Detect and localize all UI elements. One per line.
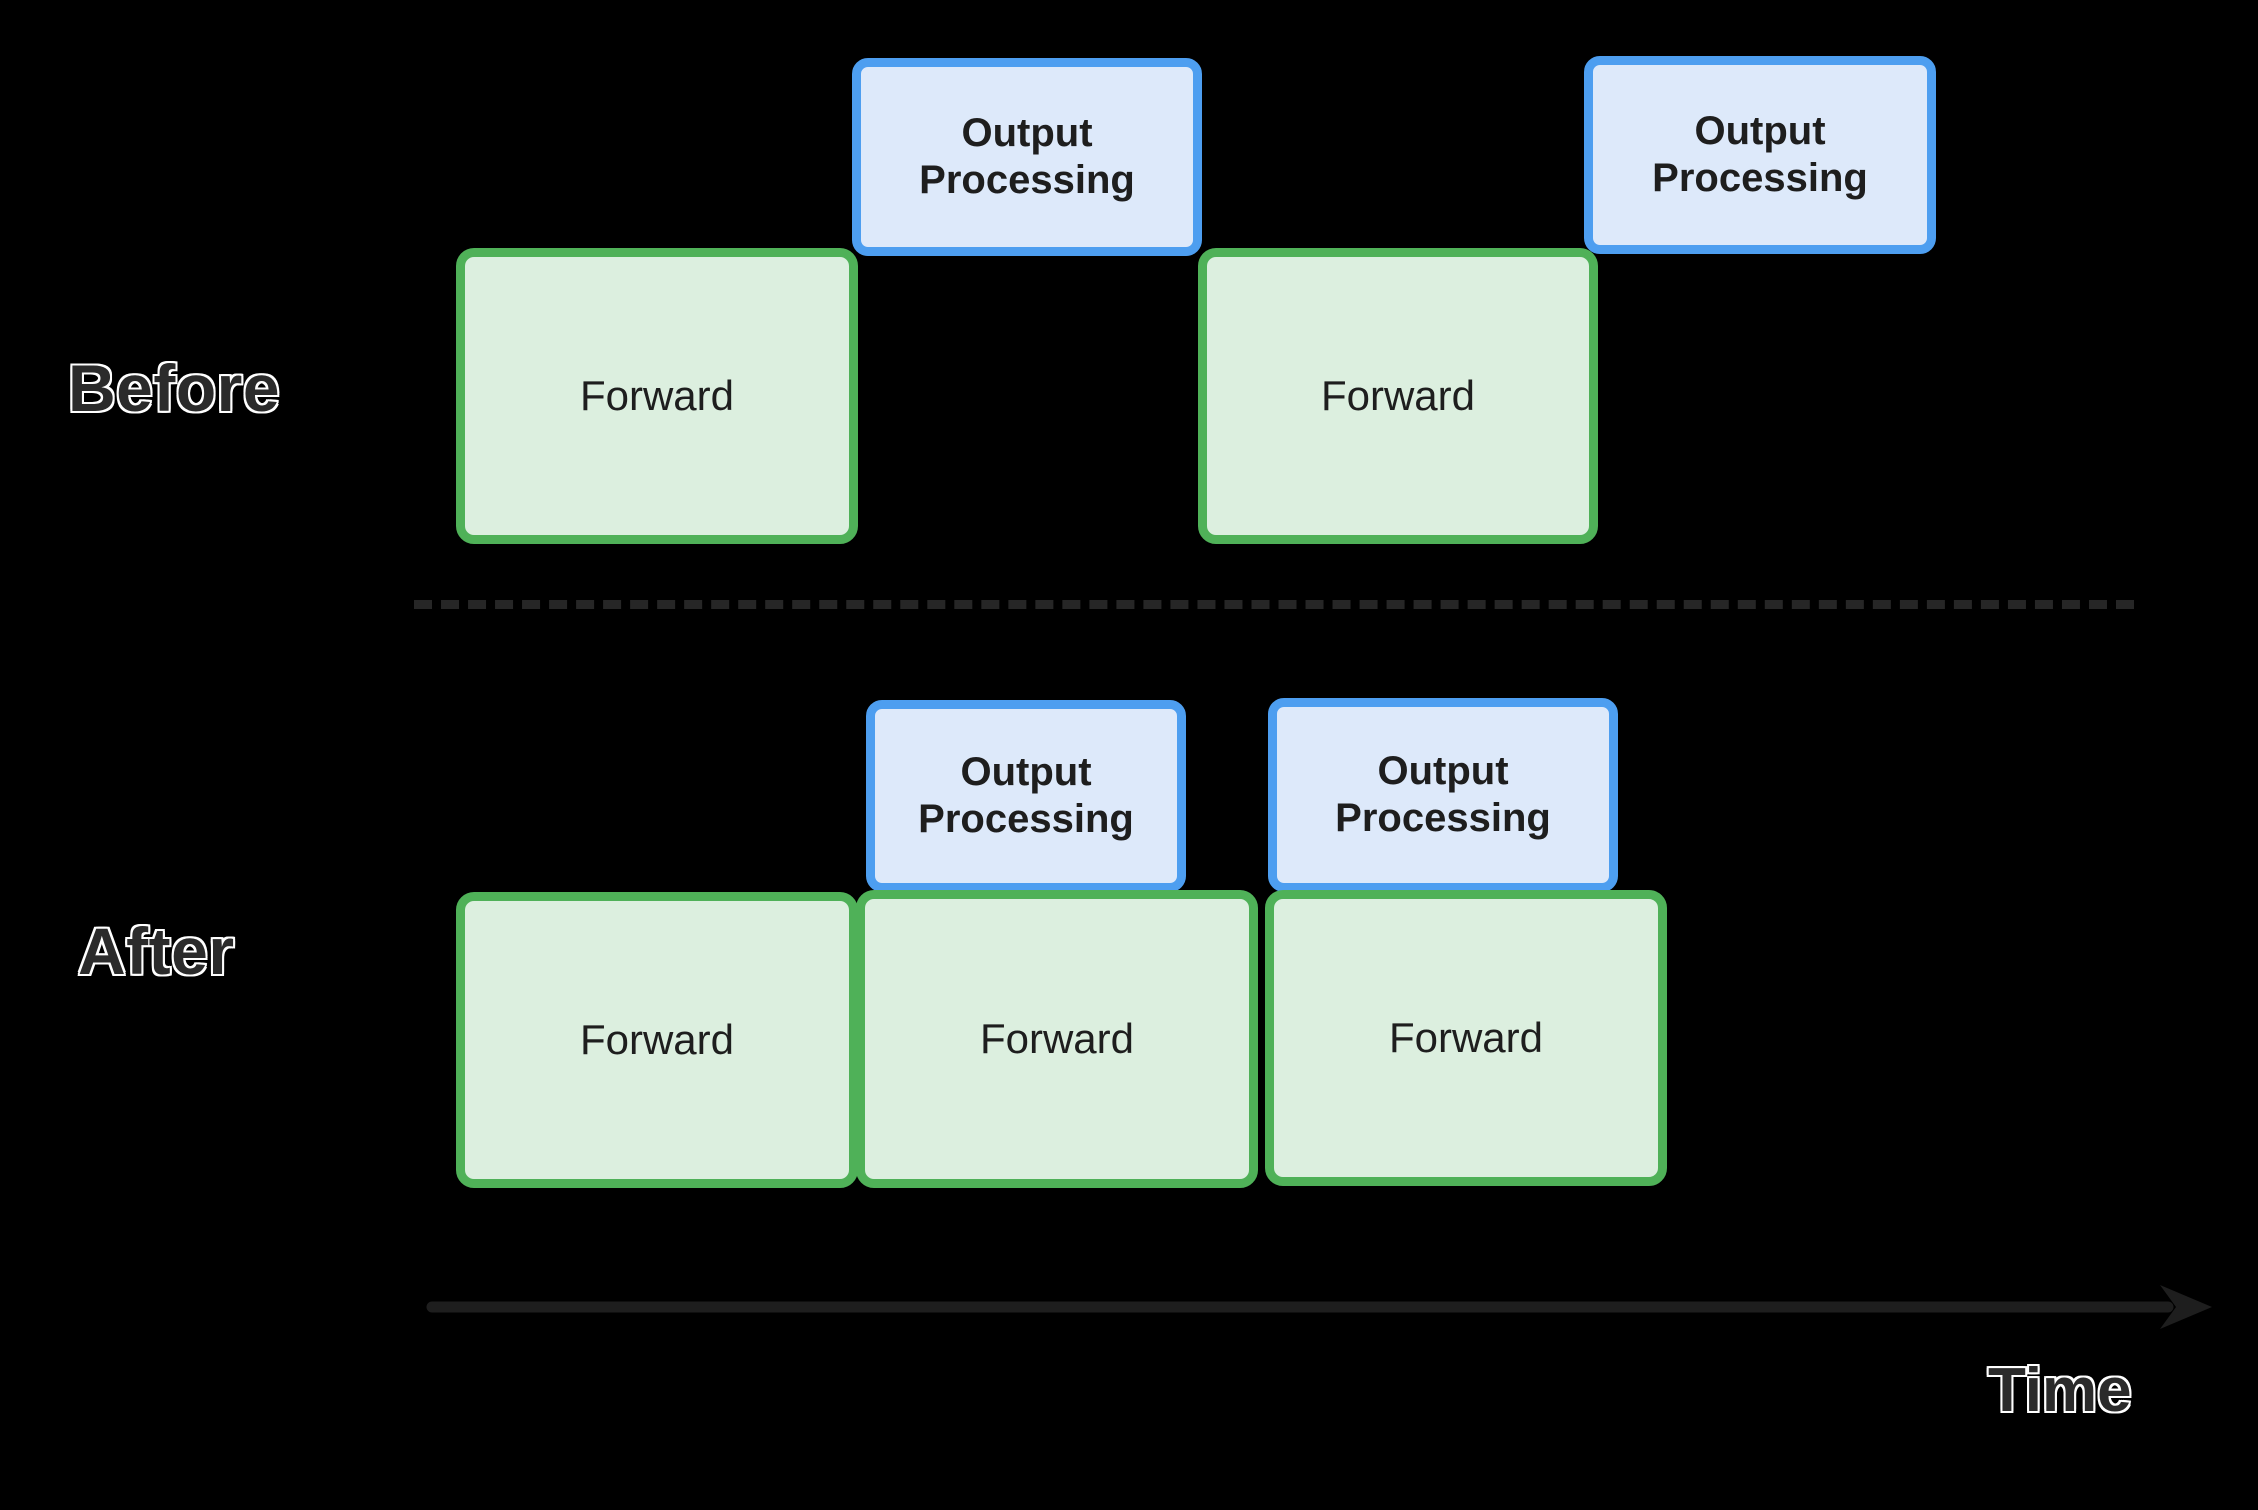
before-output-processing-block-1: Output Processing: [852, 58, 1202, 256]
after-forward-block-2: Forward: [856, 890, 1258, 1188]
before-forward-block-2: Forward: [1198, 248, 1598, 544]
after-output-processing-block-2: Output Processing: [1268, 698, 1618, 892]
before-output-processing-label-2: Output Processing: [1652, 108, 1868, 200]
row-label-before: Before: [66, 351, 281, 425]
after-forward-block-3: Forward: [1265, 890, 1667, 1186]
section-divider: [414, 600, 2134, 609]
row-label-after: After: [77, 914, 236, 988]
before-forward-label-2: Forward: [1320, 372, 1476, 420]
after-forward-label-1: Forward: [579, 1016, 735, 1064]
after-forward-label-2: Forward: [979, 1015, 1135, 1063]
time-axis-label: Time: [1987, 1356, 2134, 1425]
after-output-processing-label-2: Output Processing: [1335, 748, 1551, 840]
before-forward-label-1: Forward: [579, 372, 735, 420]
before-forward-block-1: Forward: [456, 248, 858, 544]
after-output-processing-block-1: Output Processing: [866, 700, 1186, 892]
after-output-processing-label-1: Output Processing: [918, 749, 1134, 841]
before-output-processing-label-1: Output Processing: [919, 110, 1135, 202]
after-forward-block-1: Forward: [456, 892, 858, 1188]
before-output-processing-block-2: Output Processing: [1584, 56, 1936, 254]
time-axis-arrow: [426, 1285, 2212, 1329]
after-forward-label-3: Forward: [1388, 1014, 1544, 1062]
time-axis-arrowhead: [2160, 1285, 2212, 1329]
